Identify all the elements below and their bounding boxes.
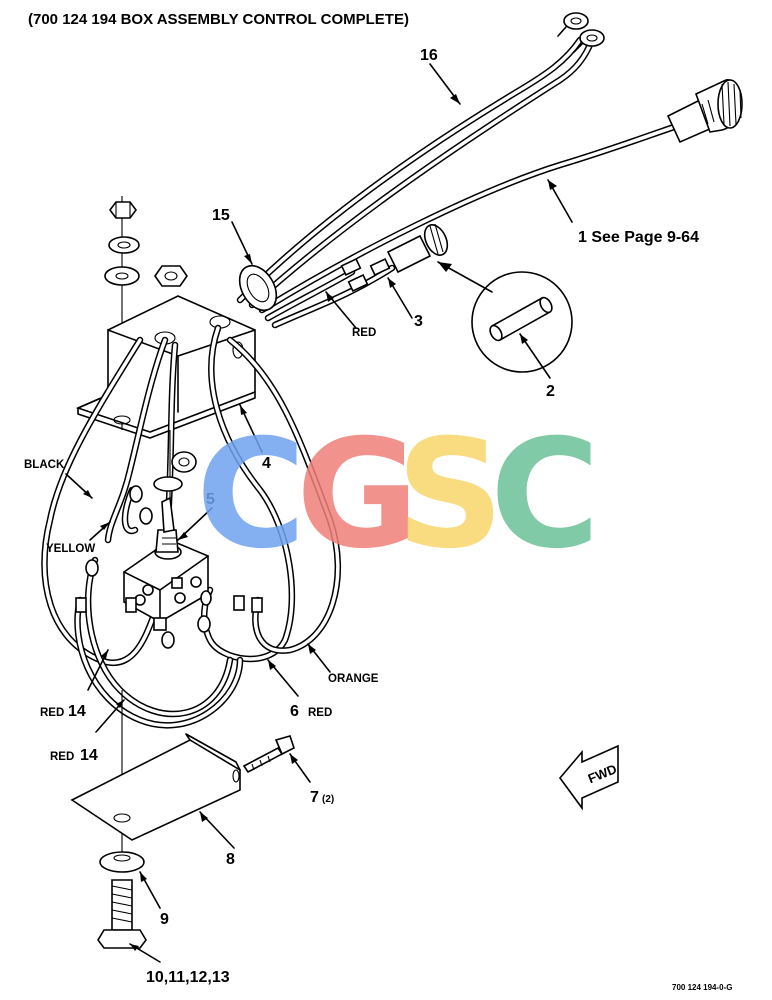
nut-icon	[154, 265, 188, 287]
callout-15: 15	[212, 207, 230, 224]
ring-terminal-icon	[557, 12, 589, 37]
callout-4: 4	[262, 455, 271, 472]
diagram-title: (700 124 194 BOX ASSEMBLY CONTROL COMPLE…	[28, 11, 409, 28]
callout-8: 8	[226, 851, 235, 868]
callout-7-group: 7 (2)	[310, 789, 334, 806]
bracket-8	[70, 733, 241, 841]
control-box-4	[75, 295, 256, 439]
callout-3: 3	[414, 313, 423, 330]
fuse-detail-circle	[437, 261, 573, 373]
cable-16	[236, 12, 605, 309]
connector-plug-icon	[666, 79, 743, 144]
drawing-code: 700 124 194-0-G	[672, 983, 733, 992]
callout-5: 5	[206, 491, 215, 508]
callout-16: 16	[420, 47, 438, 64]
screw-7	[242, 735, 295, 774]
callout-9: 9	[160, 911, 169, 928]
callout-6-color: RED	[308, 707, 332, 719]
wire-label-red-fuse: RED	[352, 327, 376, 339]
wire-harness	[41, 324, 341, 729]
flat-washer-icon	[104, 266, 140, 286]
switch-nut-washer	[153, 430, 197, 540]
wire-label-yellow: YELLOW	[46, 543, 95, 555]
watermark-letter-4: C	[490, 408, 600, 582]
lock-washer-icon	[108, 236, 140, 254]
nut-icon	[109, 201, 137, 219]
callout-14b-color: RED	[50, 751, 74, 763]
fuse-icon	[489, 296, 553, 342]
callout-2: 2	[546, 383, 555, 400]
watermark-letter-3: S	[396, 408, 504, 582]
callout-14a-color: RED	[40, 707, 64, 719]
bolt-10-13	[97, 879, 147, 949]
callout-14a-number: 14	[68, 703, 86, 720]
callout-10-13: 10,11,12,13	[146, 969, 230, 986]
callout-6: 6	[290, 703, 299, 720]
callout-14-upper: RED 14	[40, 703, 86, 720]
spade-terminal-icon	[340, 258, 391, 292]
washer-9	[99, 851, 145, 873]
ring-terminal-icon	[573, 29, 605, 53]
leader-lines	[65, 63, 573, 963]
wire-label-orange: ORANGE	[328, 673, 379, 685]
grommet-15	[238, 264, 278, 312]
callout-7-qty: (2)	[322, 794, 334, 805]
callout-6-group: 6 RED	[290, 703, 332, 720]
cable-1	[258, 79, 743, 314]
callout-1: 1 See Page 9-64	[578, 229, 699, 246]
callout-7: 7	[310, 789, 319, 806]
wire-terminals	[75, 485, 263, 649]
terminal-screws	[134, 576, 202, 631]
nut-washer-stack	[104, 196, 188, 430]
watermark-letter-1: C	[196, 408, 306, 582]
callout-labels: 16 1 See Page 9-64 15 3 2 RED 4 5 BLACK …	[24, 47, 733, 992]
fwd-arrow-icon: FWD	[558, 744, 619, 811]
watermark-logo: C G S C	[196, 408, 600, 582]
callout-14b-number: 14	[80, 747, 98, 764]
toggle-switch-5	[123, 496, 209, 631]
wire-label-black: BLACK	[24, 459, 65, 471]
callout-14-lower: RED 14	[50, 747, 98, 764]
fuse-holder-3	[264, 223, 449, 329]
watermark-letter-2: G	[296, 408, 419, 582]
